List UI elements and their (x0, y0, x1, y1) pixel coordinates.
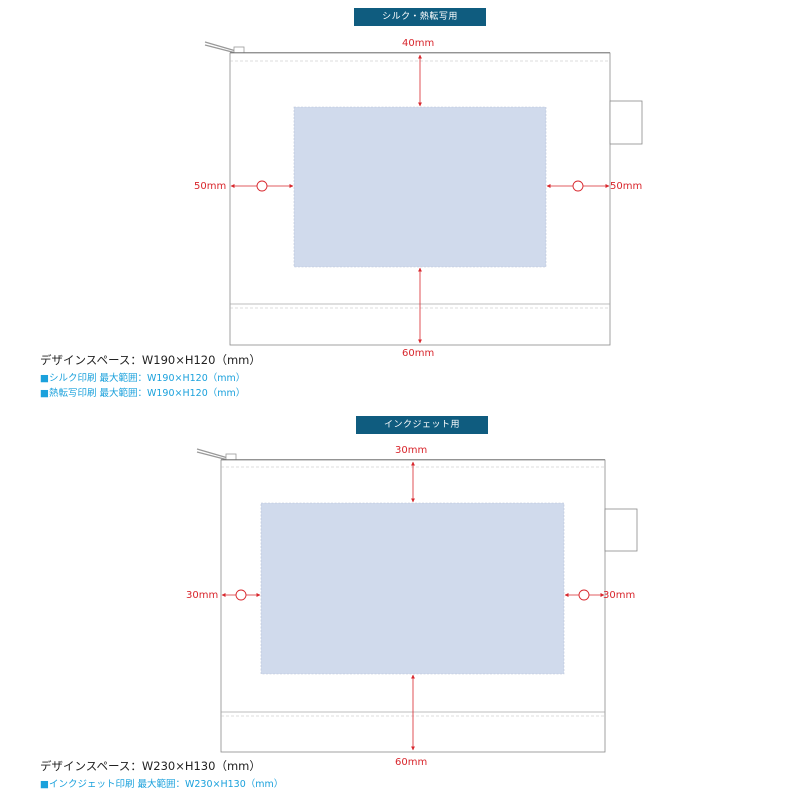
pouch-diagram (196, 448, 638, 753)
pouch-diagram (204, 41, 643, 346)
dim-marker-right (572, 180, 584, 192)
print-area (260, 502, 565, 675)
side-tab (609, 100, 643, 145)
dim-marker-left (235, 589, 247, 601)
dim-label-top: 40mm (402, 38, 435, 49)
section-header-badge: インクジェット用 (356, 416, 488, 434)
side-tab (604, 508, 638, 552)
dim-marker-left (256, 180, 268, 192)
zipper-pull-icon (204, 41, 245, 54)
dim-label-right: 30mm (603, 590, 636, 601)
section-inkjet: インクジェット用 30mm 30mm 30mm 60mm デザインスペース：W2… (0, 408, 800, 808)
dim-label-left: 30mm (186, 590, 219, 601)
section-header-badge: シルク・熱転写用 (354, 8, 486, 26)
range-inkjet: ■インクジェット印刷 最大範囲：W230×H130（mm） (40, 779, 284, 790)
design-space-title: デザインスペース：W230×H130（mm） (40, 759, 261, 773)
dim-label-right: 50mm (610, 181, 643, 192)
zipper-pull-icon (196, 448, 237, 461)
dim-marker-right (578, 589, 590, 601)
dim-label-top: 30mm (395, 445, 428, 456)
range-heat-transfer: ■熱転写印刷 最大範囲：W190×H120（mm） (40, 388, 246, 399)
range-silk: ■シルク印刷 最大範囲：W190×H120（mm） (40, 373, 246, 384)
section-silk-heat-transfer: シルク・熱転写用 40mm 50mm 50mm 6 (0, 0, 800, 400)
print-area (293, 106, 547, 268)
dim-label-bottom: 60mm (402, 348, 435, 359)
design-space-title: デザインスペース：W190×H120（mm） (40, 353, 261, 367)
dim-label-left: 50mm (194, 181, 227, 192)
dim-label-bottom: 60mm (395, 757, 428, 768)
